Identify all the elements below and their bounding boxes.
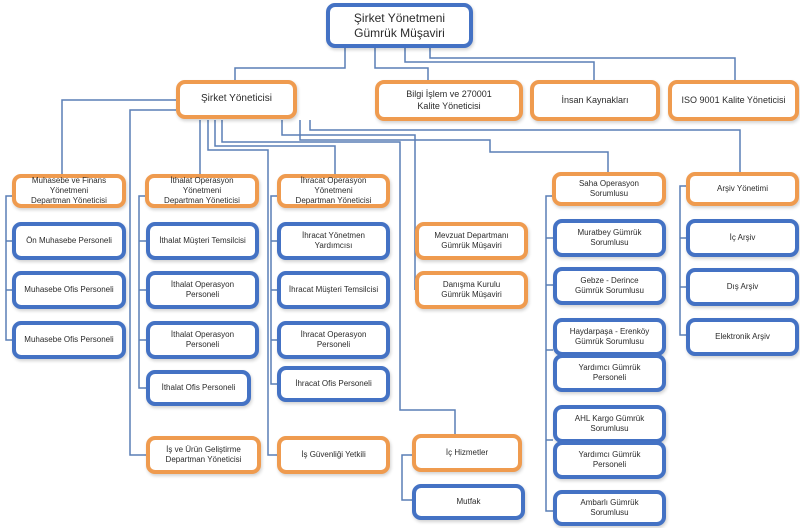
node-export-head: İhracat Operasyon Yönetmeni Departman Yö…	[277, 174, 390, 208]
node-gebze-derince-customs: Gebze - Derince Gümrük Sorumlusu	[553, 267, 666, 305]
node-it-quality-manager: Bilgi İşlem ve 270001 Kalite Yöneticisi	[375, 80, 523, 121]
node-export-assistant: İhracat Yönetmen Yardımcısı	[277, 222, 390, 260]
node-import-customer-rep: İthalat Müşteri Temsilcisi	[146, 222, 259, 260]
node-ahl-cargo-customs: AHL Kargo Gümrük Sorumlusu	[553, 405, 666, 443]
node-accounting-office-2: Muhasebe Ofis Personeli	[12, 321, 126, 359]
node-kitchen: Mutfak	[412, 484, 525, 520]
node-ahl-assistant: Yardımcı Gümrük Personeli	[553, 441, 666, 479]
node-finance-head: Muhasebe ve Finans Yönetmeni Departman Y…	[12, 174, 126, 208]
node-ambarli-customs: Ambarlı Gümrük Sorumlusu	[553, 490, 666, 526]
node-ceo: Şirket Yönetmeni Gümrük Müşaviri	[326, 3, 473, 48]
node-archive-management: Arşiv Yönetimi	[686, 172, 799, 206]
node-export-office: İhracat Ofis Personeli	[277, 366, 390, 402]
node-import-operations-2: İthalat Operasyon Personeli	[146, 321, 259, 359]
node-internal-services: İç Hizmetler	[412, 434, 522, 472]
node-iso-quality-manager: ISO 9001 Kalite Yöneticisi	[668, 80, 799, 121]
node-import-office: İthalat Ofis Personeli	[146, 370, 251, 406]
node-work-safety: İş Güvenliği Yetkili	[277, 436, 390, 474]
node-legislation-department: Mevzuat Departmanı Gümrük Müşaviri	[415, 222, 528, 260]
node-advisory-board: Danışma Kurulu Gümrük Müşaviri	[415, 271, 528, 309]
node-internal-archive: İç Arşiv	[686, 219, 799, 257]
node-external-archive: Dış Arşiv	[686, 268, 799, 306]
node-import-operations-1: İthalat Operasyon Personeli	[146, 271, 259, 309]
node-export-customer-rep: İhracat Müşteri Temsilcisi	[277, 271, 390, 309]
node-haydarpasa-customs: Haydarpaşa - Erenköy Gümrük Sorumlusu	[553, 318, 666, 356]
node-import-head: İthalat Operasyon Yönetmeni Departman Yö…	[145, 174, 259, 208]
node-haydarpasa-assistant: Yardımcı Gümrük Personeli	[553, 354, 666, 392]
node-export-operations: İhracat Operasyon Personeli	[277, 321, 390, 359]
node-muratbey-customs: Muratbey Gümrük Sorumlusu	[553, 219, 666, 257]
node-accounting-office-1: Muhasebe Ofis Personeli	[12, 271, 126, 309]
node-electronic-archive: Elektronik Arşiv	[686, 318, 799, 356]
node-pre-accounting: Ön Muhasebe Personeli	[12, 222, 126, 260]
node-human-resources: İnsan Kaynakları	[530, 80, 660, 121]
node-company-manager: Şirket Yöneticisi	[176, 80, 297, 119]
node-rnd-head: İş ve Ürün Geliştirme Departman Yönetici…	[146, 436, 261, 474]
node-field-operations: Saha Operasyon Sorumlusu	[552, 172, 666, 206]
